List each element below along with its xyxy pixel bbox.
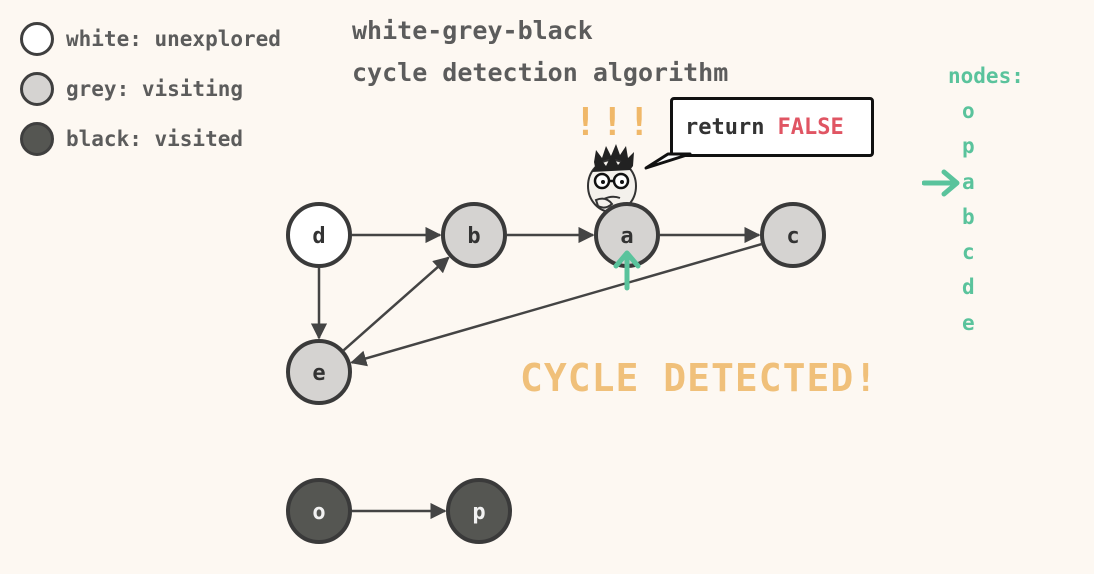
node-circle xyxy=(760,202,826,268)
node-label: e xyxy=(312,361,325,386)
legend-label: black: visited xyxy=(66,127,244,151)
nodes-layer: d b a c e o p xyxy=(286,202,826,544)
graph-node-b: b xyxy=(441,202,507,268)
black-circle-icon xyxy=(20,122,54,156)
graph-node-e: e xyxy=(286,339,352,405)
speech-bubble: return FALSE xyxy=(670,97,874,157)
node-order-item: c xyxy=(962,240,975,265)
white-circle-icon xyxy=(20,22,54,56)
current-node-up-arrow-icon xyxy=(613,250,641,291)
node-label: p xyxy=(472,500,485,525)
edges-layer xyxy=(310,226,762,520)
diagram-heading: white-grey-black cycle detection algorit… xyxy=(352,10,728,94)
heading-line-2: cycle detection algorithm xyxy=(352,58,729,87)
node-circle xyxy=(286,339,352,405)
speech-bubble-value: FALSE xyxy=(777,114,844,140)
legend-label: white: unexplored xyxy=(66,27,281,51)
node-circle xyxy=(446,478,512,544)
graph-node-o: o xyxy=(286,478,352,544)
node-label: d xyxy=(312,224,325,249)
legend-label: grey: visiting xyxy=(66,77,244,101)
node-order-item: p xyxy=(962,134,975,159)
legend: white: unexplored grey: visiting black: … xyxy=(20,14,281,164)
node-order-item-current: a xyxy=(962,169,975,194)
edge-e-to-b xyxy=(342,256,450,352)
node-label: o xyxy=(312,500,325,525)
speech-bubble-prefix: return xyxy=(685,114,765,140)
node-circle xyxy=(286,202,352,268)
cycle-detected-banner: CYCLE DETECTED! xyxy=(520,356,879,400)
graph-node-c: c xyxy=(760,202,826,268)
node-order-item: e xyxy=(962,310,975,335)
node-order-item: d xyxy=(962,275,975,300)
node-order-title: nodes: xyxy=(948,64,1024,88)
node-label: a xyxy=(620,224,633,249)
edge-c-to-e xyxy=(350,242,762,367)
exclamation-marks: !!! xyxy=(574,100,655,144)
node-label: b xyxy=(467,224,480,249)
legend-item-black: black: visited xyxy=(20,114,281,164)
heading-line-1: white-grey-black xyxy=(352,16,593,45)
graph-node-d: d xyxy=(286,202,352,268)
node-circle xyxy=(286,478,352,544)
grey-circle-icon xyxy=(20,72,54,106)
node-circle xyxy=(441,202,507,268)
legend-item-white: white: unexplored xyxy=(20,14,281,64)
node-order-list: nodes: o p a b c d e xyxy=(948,58,1058,341)
current-node-arrow-icon xyxy=(922,169,960,197)
legend-item-grey: grey: visiting xyxy=(20,64,281,114)
node-order-item: o xyxy=(962,99,975,123)
thinking-face-icon xyxy=(587,144,637,213)
graph-node-p: p xyxy=(446,478,512,544)
node-label: c xyxy=(786,224,799,249)
node-order-item: b xyxy=(962,204,975,229)
speech-bubble-tail xyxy=(644,152,692,170)
